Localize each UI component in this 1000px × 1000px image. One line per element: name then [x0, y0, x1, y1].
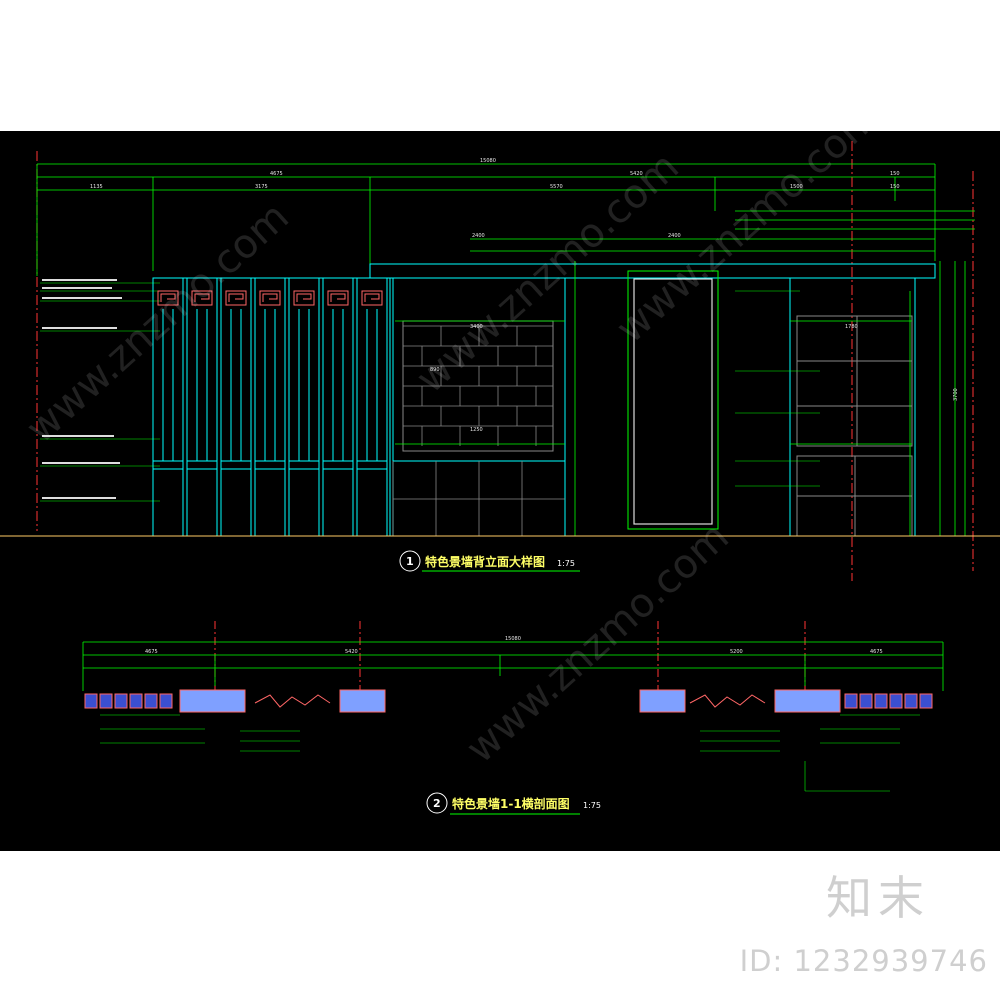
section-break	[689, 694, 766, 708]
dim-label: 150	[890, 184, 900, 190]
elevation-scale: 1:75	[557, 559, 575, 568]
pillar-ornament	[296, 293, 312, 302]
pillar-band	[220, 460, 252, 470]
section-view: 15080 4675 5420 5200 4675	[82, 621, 944, 815]
section-block	[159, 693, 173, 709]
watermark-logo: 知末	[826, 871, 930, 925]
pillar-ornament	[262, 293, 278, 302]
pillar	[322, 277, 354, 537]
section-blocks-right	[844, 693, 933, 709]
dim-label: 5420	[630, 171, 643, 177]
section-number: 2	[433, 797, 441, 810]
pillars	[152, 277, 388, 537]
pillar	[152, 277, 184, 537]
dim-label: 4675	[145, 649, 158, 655]
dim-label: 5570	[550, 184, 563, 190]
dim-label: 5200	[730, 649, 743, 655]
section-scale: 1:75	[583, 801, 601, 810]
section-dimension-lines	[82, 641, 944, 691]
pillar-ornament	[228, 293, 244, 302]
pillar	[254, 277, 286, 537]
annotation-text-left	[42, 279, 122, 499]
section-block	[919, 693, 933, 709]
pillar	[220, 277, 252, 537]
section-break	[254, 694, 331, 708]
dim-label: 3700	[953, 388, 959, 401]
pillar-ornament	[327, 290, 349, 306]
section-block	[859, 693, 873, 709]
dimension-lines-right	[574, 261, 966, 536]
elevation-view: 15080 4675 5420 150 1135 3175 5570 1500 …	[0, 141, 1000, 581]
pillar-band	[322, 460, 354, 470]
section-block	[129, 693, 143, 709]
pillar-ornament	[157, 290, 179, 306]
dim-label: 1500	[790, 184, 803, 190]
section-block	[99, 693, 113, 709]
pillar-band	[152, 460, 184, 470]
pillar-ornament	[194, 293, 210, 302]
section-blocks-left	[84, 693, 173, 709]
brick-pattern	[392, 325, 565, 536]
pillar	[356, 277, 388, 537]
dim-total: 15080	[480, 158, 496, 164]
pillar-row	[152, 277, 391, 537]
section-block	[114, 693, 128, 709]
watermark-id: ID: 1232939746	[739, 944, 988, 978]
pillar-band	[186, 460, 218, 470]
dim-total: 15080	[505, 636, 521, 642]
pillar	[288, 277, 320, 537]
section-block	[889, 693, 903, 709]
dim-label: 1135	[90, 184, 103, 190]
dimension-lines-top	[36, 163, 975, 276]
dim-label: 2400	[472, 233, 485, 239]
section-panel	[774, 689, 841, 713]
pillar-ornament	[361, 290, 383, 306]
pillar-band	[254, 460, 286, 470]
dim-label: 2400	[668, 233, 681, 239]
pillar-ornament	[160, 293, 176, 302]
elevation-title: 特色景墙背立面大样图	[425, 554, 545, 569]
title-marker	[399, 550, 421, 572]
pillar-ornament	[293, 290, 315, 306]
pillar	[186, 277, 218, 537]
section-panel	[179, 689, 246, 713]
dim-label: 1250	[470, 427, 483, 433]
dim-label: 1780	[845, 324, 858, 330]
pillar-ornament	[364, 293, 380, 302]
center-wall	[369, 263, 936, 537]
door-frame	[627, 270, 719, 530]
dimension-lines-inner	[395, 320, 912, 445]
section-block	[84, 693, 98, 709]
pillar-ornament	[330, 293, 346, 302]
annotation-leaders-left	[40, 282, 160, 502]
section-title: 特色景墙1-1横剖面图	[452, 796, 570, 811]
section-block	[844, 693, 858, 709]
dim-label: 4675	[870, 649, 883, 655]
annotation-leaders-right	[735, 290, 820, 487]
cad-drawing: 15080 4675 5420 150 1135 3175 5570 1500 …	[0, 131, 1000, 851]
dim-label: 3400	[470, 324, 483, 330]
title-marker	[426, 792, 448, 814]
dim-label: 890	[430, 367, 440, 373]
pillar-ornament	[225, 290, 247, 306]
section-block	[904, 693, 918, 709]
dim-label: 3175	[255, 184, 268, 190]
dim-label: 4675	[270, 171, 283, 177]
pillar-band	[288, 460, 320, 470]
dim-label: 150	[890, 171, 900, 177]
section-block	[144, 693, 158, 709]
section-panel	[639, 689, 686, 713]
elevation-number: 1	[406, 555, 414, 568]
pillar-ornament	[191, 290, 213, 306]
section-block	[874, 693, 888, 709]
dim-label: 5420	[345, 649, 358, 655]
section-leaders	[100, 714, 920, 792]
pillar-band	[356, 460, 388, 470]
pillar-ornament	[259, 290, 281, 306]
section-panel	[339, 689, 386, 713]
